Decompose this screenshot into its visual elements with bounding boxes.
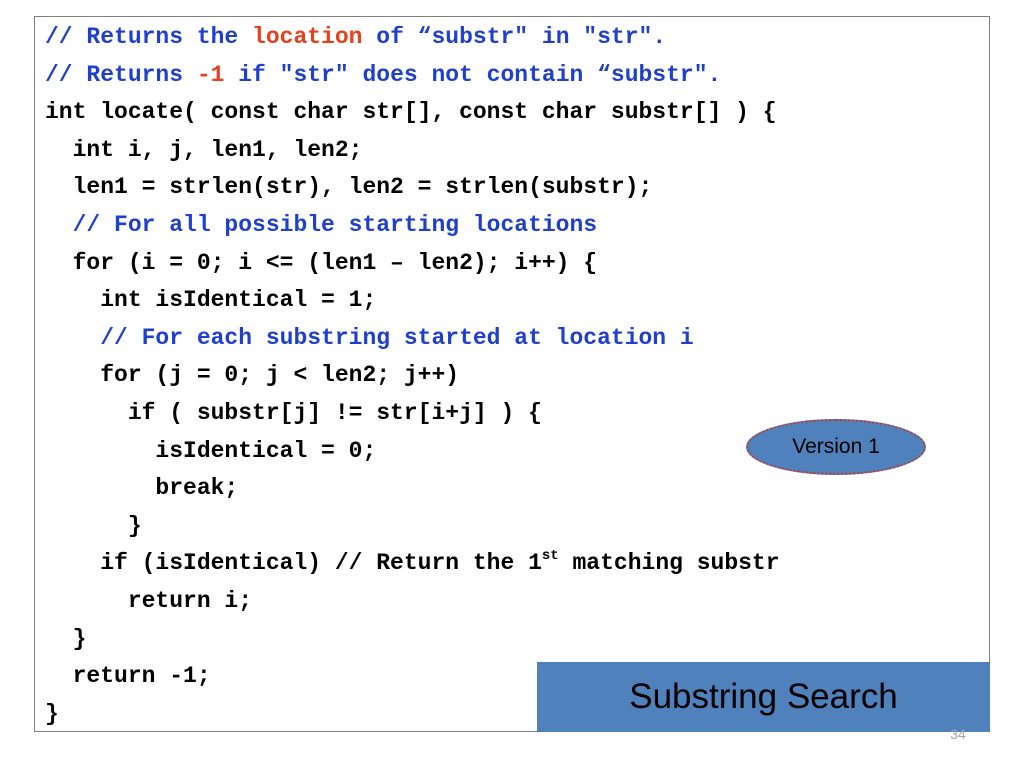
code-line: break;: [45, 470, 780, 508]
code-line: for (j = 0; j < len2; j++): [45, 357, 780, 395]
code-line: if ( substr[j] != str[i+j] ) {: [45, 395, 780, 433]
code-line: // For all possible starting locations: [45, 207, 780, 245]
code-line: int locate( const char str[], const char…: [45, 94, 780, 132]
title-banner: Substring Search: [537, 662, 990, 732]
code-block: // Returns the location of “substr" in "…: [45, 19, 780, 733]
code-text: int i, j, len1, len2;: [45, 136, 363, 163]
code-text: break;: [45, 475, 239, 502]
code-text: }: [45, 700, 59, 727]
code-text: isIdentical = 0;: [45, 437, 377, 464]
code-text: for (i = 0; i <= (len1 – len2); i++) {: [45, 249, 598, 276]
code-line: }: [45, 621, 780, 659]
version-badge: Version 1: [746, 419, 926, 475]
code-line: len1 = strlen(str), len2 = strlen(substr…: [45, 169, 780, 207]
code-highlight: -1: [196, 61, 225, 88]
code-highlight: location: [252, 24, 363, 50]
code-text: matching substr: [558, 550, 780, 577]
code-text: if (isIdentical) // Return the 1: [45, 550, 542, 577]
code-line: if (isIdentical) // Return the 1st match…: [45, 545, 780, 583]
code-text: }: [45, 625, 87, 652]
code-comment: // For each substring started at locatio…: [45, 324, 694, 351]
code-line: // Returns -1 if "str" does not contain …: [45, 57, 780, 95]
code-comment: // Returns the: [45, 24, 253, 50]
code-line: int i, j, len1, len2;: [45, 132, 780, 170]
code-line: isIdentical = 0;: [45, 433, 780, 471]
code-text: int locate( const char str[], const char…: [45, 99, 777, 126]
code-superscript: st: [541, 547, 559, 564]
code-line: int isIdentical = 1;: [45, 282, 780, 320]
code-text: }: [45, 512, 142, 539]
code-comment: if "str" does not contain “substr".: [224, 61, 722, 88]
code-line: // For each substring started at locatio…: [45, 320, 780, 358]
code-box: // Returns the location of “substr" in "…: [34, 16, 990, 732]
code-text: if ( substr[j] != str[i+j] ) {: [45, 399, 542, 426]
code-text: return -1;: [45, 663, 211, 690]
code-line: }: [45, 508, 780, 546]
version-badge-label: Version 1: [792, 435, 880, 458]
slide-number: 34: [950, 726, 966, 742]
code-line: return i;: [45, 583, 780, 621]
code-text: for (j = 0; j < len2; j++): [45, 362, 460, 389]
code-line: }: [45, 696, 780, 734]
code-comment: of “substr" in "str".: [362, 24, 667, 50]
code-line: // Returns the location of “substr" in "…: [45, 19, 780, 57]
code-comment: // Returns: [45, 61, 197, 88]
code-line: for (i = 0; i <= (len1 – len2); i++) {: [45, 245, 780, 283]
code-text: len1 = strlen(str), len2 = strlen(substr…: [45, 174, 653, 201]
slide-title: Substring Search: [629, 677, 898, 716]
code-text: int isIdentical = 1;: [45, 287, 377, 314]
code-text: return i;: [45, 587, 253, 614]
code-comment: // For all possible starting locations: [45, 211, 598, 238]
code-line: return -1;: [45, 658, 780, 696]
